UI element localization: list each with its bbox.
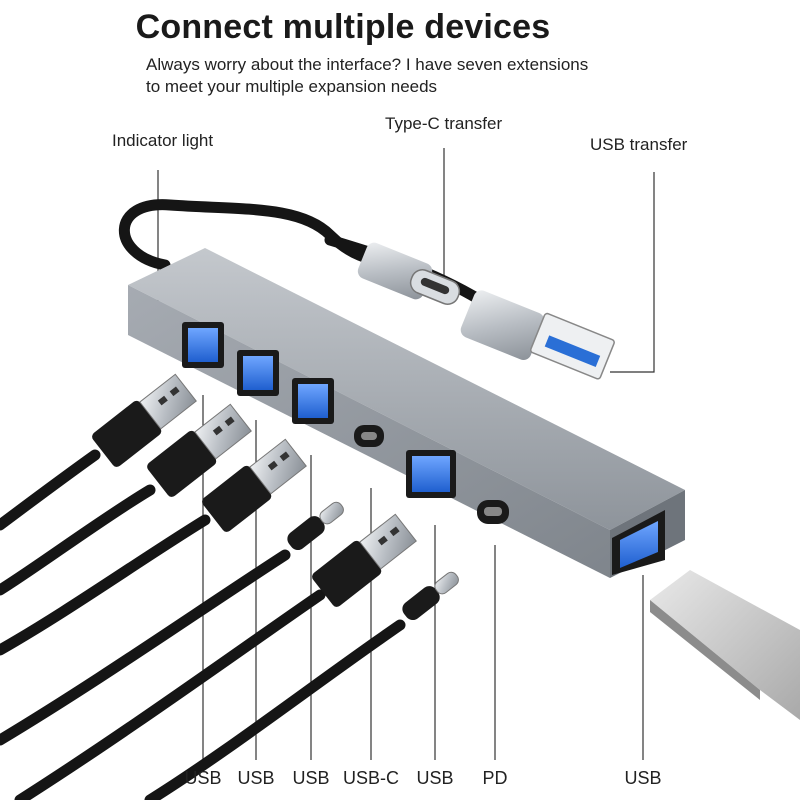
- usb-a-plug-1: [92, 373, 197, 467]
- port-label-pd: PD: [482, 768, 508, 788]
- callout-indicator-light: Indicator light: [112, 131, 214, 150]
- flash-drive: [650, 570, 800, 720]
- callout-typec-transfer: Type-C transfer: [385, 114, 503, 133]
- subtext: Always worry about the interface? I have…: [146, 54, 666, 98]
- subtext-line-1: Always worry about the interface? I have…: [146, 55, 589, 74]
- port-label-usb-2: USB: [237, 768, 275, 788]
- usb-port-3: [292, 378, 334, 424]
- headline: Connect multiple devices: [135, 8, 551, 46]
- hub-front-ports: [182, 322, 509, 524]
- usbc-plug-2: [402, 571, 459, 621]
- port-label-usbc: USB-C: [342, 768, 400, 788]
- subtext-line-2: to meet your multiple expansion needs: [146, 77, 438, 96]
- port-label-usb-1: USB: [184, 768, 222, 788]
- port-label-usb-4: USB: [416, 768, 454, 788]
- pd-port: [477, 500, 509, 524]
- usb-port-1: [182, 322, 224, 368]
- left-cables: [0, 449, 406, 800]
- port-label-usb-3: USB: [292, 768, 330, 788]
- port-label-usb-5: USB: [624, 768, 662, 788]
- usb-a-plug-2: [147, 403, 252, 497]
- usb-a-plug-4: [312, 513, 417, 607]
- usbc-port: [354, 425, 384, 447]
- usb-port-4: [406, 450, 456, 498]
- callout-usb-transfer: USB transfer: [590, 135, 688, 154]
- usb-a-plug-3: [202, 438, 307, 532]
- typec-connector: [357, 242, 461, 305]
- usb-a-connector: [460, 290, 615, 380]
- usb-port-2: [237, 350, 279, 396]
- usbc-plug-1: [287, 501, 344, 551]
